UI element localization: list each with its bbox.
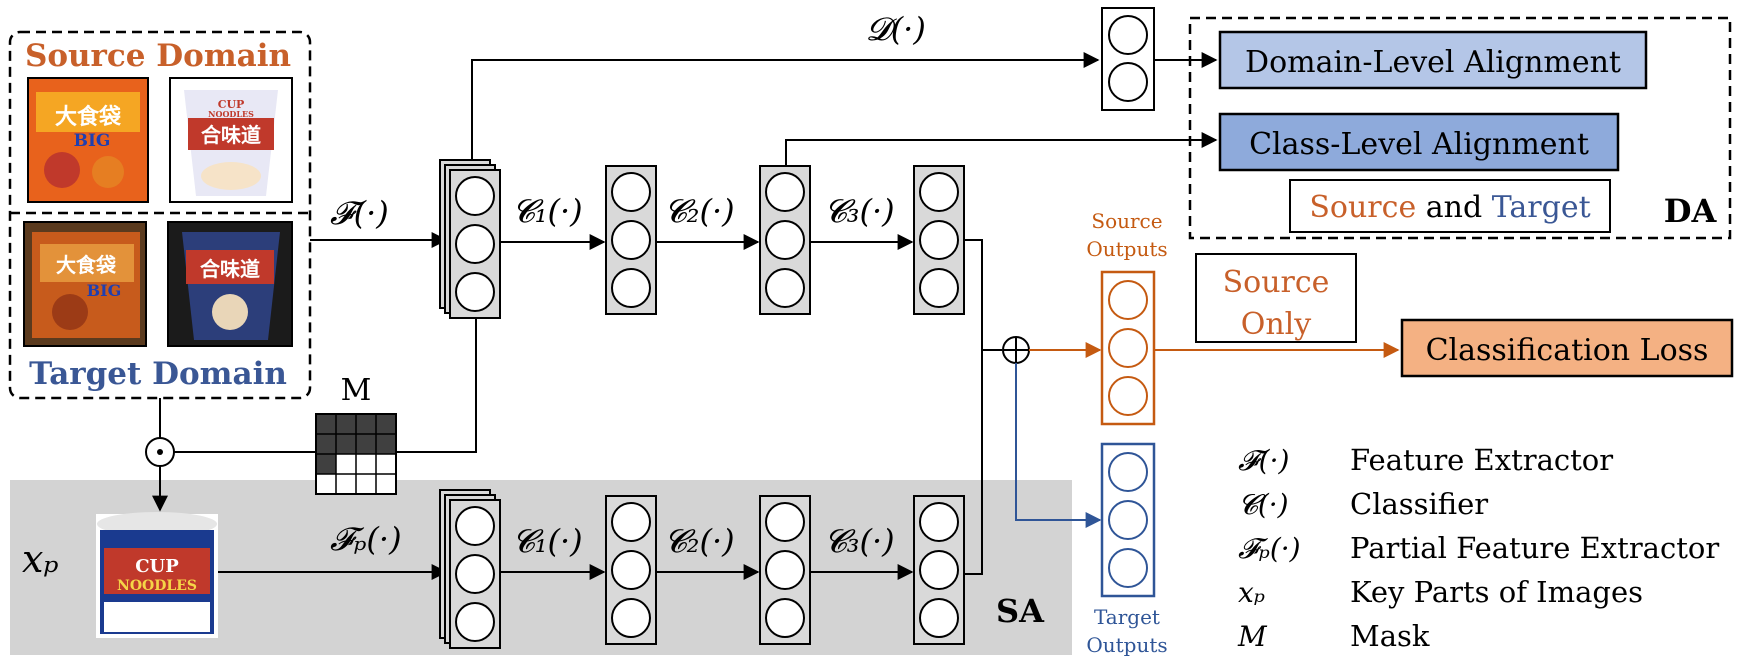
- da-label: DA: [1664, 192, 1718, 230]
- feature-extractor-label: 𝓕(·): [330, 194, 389, 232]
- neuron: [455, 224, 495, 264]
- legend-text-0: Feature Extractor: [1350, 443, 1613, 477]
- legend: 𝓕(·) Feature Extractor 𝓒(·) Classifier 𝓕…: [1237, 443, 1719, 653]
- source-only-text-1: Source: [1223, 265, 1330, 300]
- line-C3-top-to-oplus: [964, 239, 1002, 351]
- source-image-noodle-bag: 大食袋 BIG: [27, 77, 149, 203]
- svg-text:大食袋: 大食袋: [56, 253, 117, 277]
- svg-text:合味道: 合味道: [200, 257, 260, 281]
- legend-symbol-1: 𝓒(·): [1238, 488, 1289, 521]
- domain-level-alignment-box: [1218, 30, 1648, 90]
- svg-text:大食袋: 大食袋: [55, 104, 122, 130]
- c1-top-label: 𝓒₁(·): [512, 192, 583, 230]
- class-level-alignment-box: [1218, 112, 1620, 172]
- svg-text:合味道: 合味道: [201, 123, 261, 147]
- svg-text:CUP: CUP: [218, 98, 245, 111]
- source-only-text-2: Only: [1241, 307, 1312, 342]
- svg-text:CUP: CUP: [135, 556, 179, 577]
- classifier-c1-bottom: [605, 495, 657, 645]
- legend-text-3: Key Parts of Images: [1350, 575, 1643, 609]
- neuron: [455, 272, 495, 312]
- legend-symbol-0: 𝓕(·): [1238, 444, 1289, 477]
- source-domain-title: Source Domain: [25, 38, 291, 74]
- neuron: [455, 176, 495, 216]
- c1-bottom-label: 𝓒₁(·): [512, 522, 583, 560]
- xp-label: 𝑥ₚ: [22, 537, 59, 581]
- legend-text-4: Mask: [1350, 619, 1430, 653]
- source-only-box: [1195, 253, 1357, 343]
- mask-label: M: [341, 373, 372, 408]
- source-outputs-label-1: Source: [1091, 209, 1162, 233]
- classifier-c1-top: [605, 165, 657, 315]
- partial-image: CUP NOODLES: [96, 512, 218, 638]
- legend-symbol-3: 𝑥ₚ: [1238, 576, 1265, 609]
- target-image-noodle-bag: 大食袋 BIG: [23, 221, 147, 347]
- oplus-symbol: [1002, 336, 1030, 364]
- classifier-c2-bottom: [759, 495, 811, 645]
- legend-text-1: Classifier: [1350, 487, 1488, 521]
- domain-discriminator-label: 𝓓(·): [866, 10, 926, 48]
- classification-loss-text: Classification Loss: [1426, 333, 1709, 368]
- sa-label: SA: [996, 592, 1045, 630]
- classifier-c2-top: [759, 165, 811, 315]
- classifier-c3-bottom: [913, 495, 965, 645]
- c2-bottom-label: 𝓒₂(·): [664, 522, 735, 560]
- domain-level-alignment-text: Domain-Level Alignment: [1245, 45, 1621, 80]
- source-image-cup-noodle: CUP NOODLES 合味道: [169, 77, 293, 203]
- classifier-c3-top: [913, 165, 965, 315]
- arrow-F-to-D: [471, 52, 1100, 160]
- svg-text:BIG: BIG: [87, 281, 122, 300]
- source-and-target-text: Source and Target: [1309, 190, 1590, 225]
- da-region: [1188, 16, 1732, 240]
- c3-bottom-label: 𝓒₃(·): [824, 522, 895, 560]
- source-and-target-box: [1289, 179, 1611, 233]
- classification-loss-box: [1400, 318, 1734, 378]
- arrow-oplus-to-target-outputs: [1015, 363, 1102, 528]
- legend-text-2: Partial Feature Extractor: [1350, 531, 1719, 565]
- svg-text:NOODLES: NOODLES: [117, 578, 197, 594]
- legend-symbol-2: 𝓕ₚ(·): [1238, 532, 1301, 565]
- feature-extractor-block: [439, 159, 501, 319]
- domain-discriminator-block: [1101, 7, 1155, 111]
- arrow-C2-to-class-level: [785, 132, 1218, 166]
- target-outputs-label-1: Target: [1094, 605, 1160, 629]
- partial-feature-extractor-block: [439, 489, 501, 649]
- legend-symbol-4: 𝑀: [1237, 620, 1268, 653]
- c2-top-label: 𝓒₂(·): [664, 192, 735, 230]
- line-C3-bottom-to-oplus: [964, 350, 983, 575]
- svg-text:NOODLES: NOODLES: [208, 109, 254, 119]
- class-level-alignment-text: Class-Level Alignment: [1249, 127, 1589, 162]
- source-outputs-label-2: Outputs: [1086, 237, 1167, 261]
- target-outputs-block: [1100, 442, 1156, 598]
- c3-top-label: 𝓒₃(·): [824, 192, 895, 230]
- line-F-to-mask-to-odot: [174, 318, 477, 453]
- domain-images-box: [8, 30, 312, 400]
- target-image-cup-noodle: 合味道: [167, 221, 293, 347]
- source-outputs-block: [1100, 270, 1156, 426]
- target-domain-title: Target Domain: [29, 356, 287, 392]
- mask-grid: [315, 413, 397, 495]
- svg-text:BIG: BIG: [74, 131, 111, 151]
- target-outputs-label-2: Outputs: [1086, 633, 1167, 657]
- partial-extractor-label: 𝓕ₚ(·): [330, 520, 402, 558]
